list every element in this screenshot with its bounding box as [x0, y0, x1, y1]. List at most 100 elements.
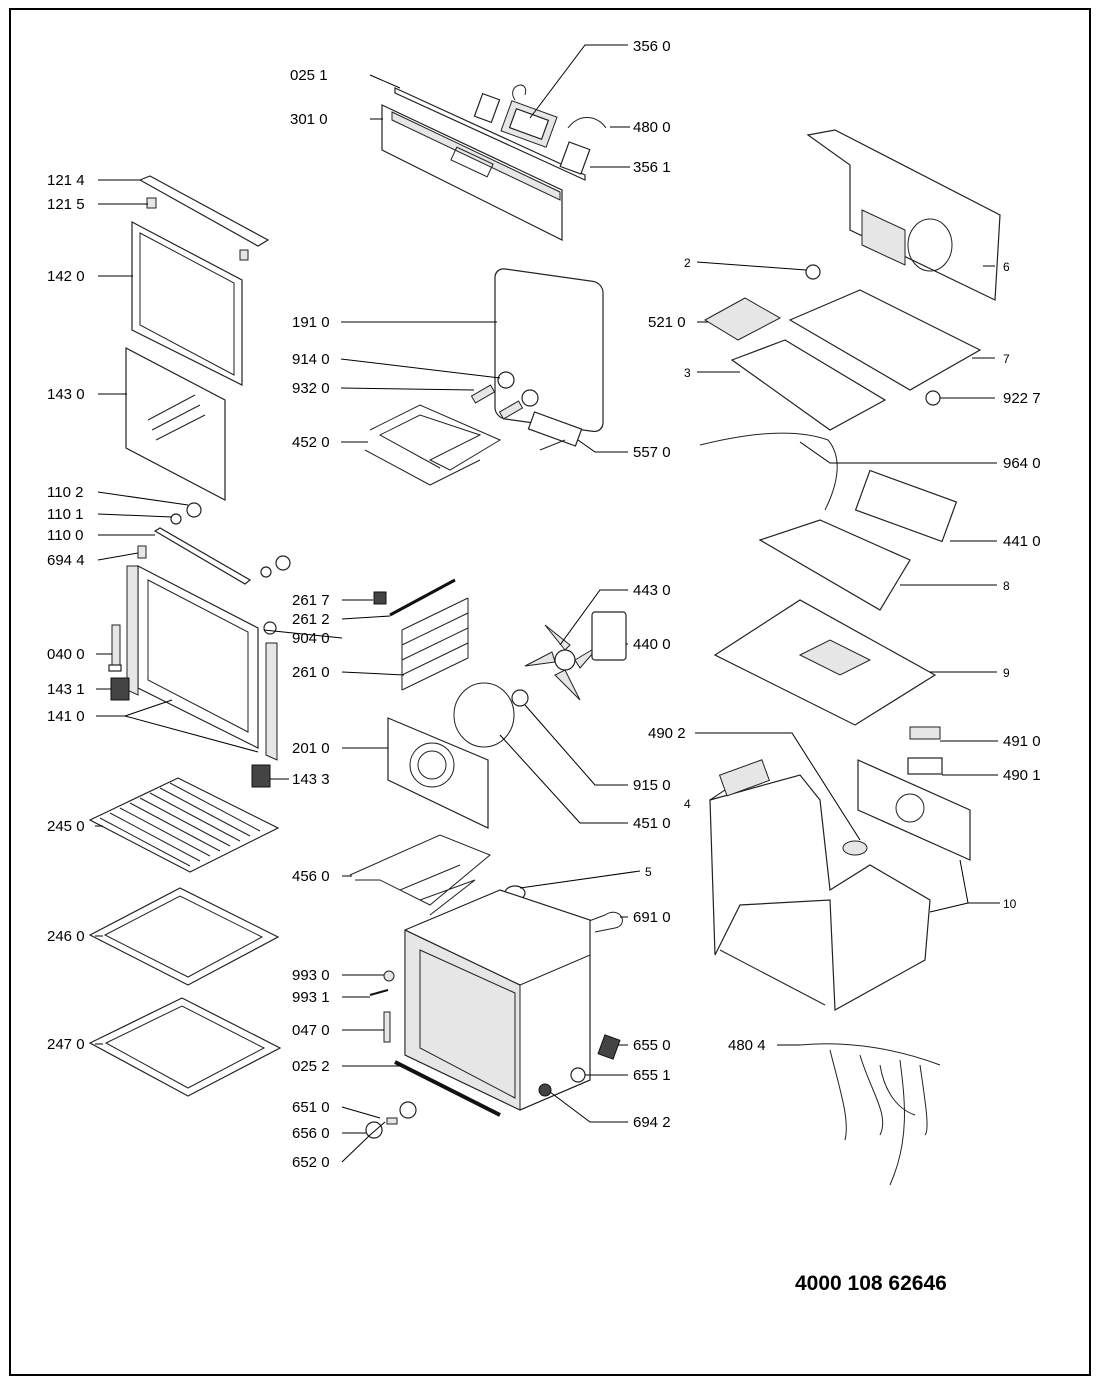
back-panel-part — [857, 759, 971, 861]
callout-6551: 655 1 — [633, 1067, 671, 1084]
door-glass-part — [125, 347, 226, 501]
knob-part — [399, 1101, 417, 1119]
callout-2612: 261 2 — [292, 611, 330, 628]
bracket-part — [383, 1011, 391, 1043]
callout-3010: 301 0 — [290, 111, 328, 128]
callout-3: 3 — [684, 366, 691, 380]
callout-2450: 245 0 — [47, 818, 85, 835]
callout-6942: 694 2 — [633, 1114, 671, 1131]
callout-6510: 651 0 — [292, 1099, 330, 1116]
callout-2617: 261 7 — [292, 592, 330, 609]
leader-lines — [95, 44, 1000, 1163]
air-duct-part — [758, 519, 911, 611]
callout-4: 4 — [684, 797, 691, 811]
mid-panel-part — [788, 289, 982, 391]
callout-10: 10 — [1003, 897, 1017, 911]
callout-1410: 141 0 — [47, 708, 85, 725]
callout-6560: 656 0 — [292, 1125, 330, 1142]
callout-5: 5 — [645, 865, 652, 879]
fuse-holder-part — [907, 757, 943, 775]
control-board-part — [704, 297, 782, 341]
bottom-cover-part — [730, 339, 887, 431]
terminal-block-part — [909, 726, 941, 740]
spring-part — [498, 400, 524, 420]
callout-0470: 047 0 — [292, 1022, 330, 1039]
callout-7: 7 — [1003, 352, 1010, 366]
callout-9040: 904 0 — [292, 630, 330, 647]
callout-3560: 356 0 — [633, 38, 671, 55]
foot-small-part — [538, 1083, 552, 1097]
callout-2470: 247 0 — [47, 1036, 85, 1053]
base-panel-recess-part — [798, 639, 872, 676]
callout-4901: 490 1 — [1003, 767, 1041, 784]
fan-motor-part — [591, 611, 627, 661]
callout-2610: 261 0 — [292, 664, 330, 681]
grommet-part — [805, 264, 821, 280]
spacer-part — [260, 566, 272, 578]
callout-9931: 993 1 — [292, 989, 330, 1006]
callout-4400: 440 0 — [633, 636, 671, 653]
callout-9320: 932 0 — [292, 380, 330, 397]
callout-2460: 246 0 — [47, 928, 85, 945]
callout-6910: 691 0 — [633, 909, 671, 926]
front-strip-part — [394, 1060, 501, 1117]
thermostat-part — [527, 411, 583, 451]
door-inner-glass-part — [131, 221, 243, 386]
callout-0400: 040 0 — [47, 646, 85, 663]
callout-1102: 110 2 — [47, 484, 83, 501]
fixing-part — [383, 970, 395, 982]
diagram-frame — [9, 8, 1091, 1376]
washer-part — [925, 390, 941, 406]
grill-heater-part — [364, 404, 502, 486]
baking-tray-part — [88, 887, 280, 986]
callout-9640: 964 0 — [1003, 455, 1041, 472]
spacer-part — [170, 513, 182, 525]
oven-cavity-part — [404, 889, 591, 1111]
rail-clip-part — [373, 591, 387, 605]
callout-4430: 443 0 — [633, 582, 671, 599]
outer-door-part — [126, 565, 278, 761]
callout-9930: 993 0 — [292, 967, 330, 984]
document-number: 4000 108 62646 — [795, 1272, 947, 1295]
callout-1420: 142 0 — [47, 268, 85, 285]
hinge-receiver-part — [251, 764, 271, 788]
control-panel-part — [381, 87, 586, 241]
grommet-large-part — [842, 840, 868, 856]
cooling-tube-part — [699, 432, 838, 511]
outer-housing-part — [709, 774, 931, 1011]
callout-9227: 922 7 — [1003, 390, 1041, 407]
callout-1433: 143 3 — [292, 771, 330, 788]
shelf-rail-part — [389, 578, 456, 617]
display-cable-part — [567, 117, 607, 129]
bulb-cover-part — [497, 371, 515, 389]
fan-cover-part — [387, 717, 489, 829]
lamp-holder-part — [597, 1034, 621, 1060]
callout-1430: 143 0 — [47, 386, 85, 403]
door-clip-part — [137, 545, 147, 559]
bulb-cover-part — [521, 389, 539, 407]
wiring-harness-part — [799, 1043, 941, 1186]
callout-4800: 480 0 — [633, 119, 671, 136]
callout-9150: 915 0 — [633, 777, 671, 794]
callout-5210: 521 0 — [648, 314, 686, 331]
callout-3561: 356 1 — [633, 159, 671, 176]
callout-8: 8 — [1003, 579, 1010, 593]
cooling-fan-part — [854, 469, 958, 543]
display-board-part — [559, 141, 591, 175]
callout-1910: 191 0 — [292, 314, 330, 331]
door-bottom-trim-part — [153, 527, 252, 585]
knob-part — [365, 1121, 383, 1139]
callout-6520: 652 0 — [292, 1154, 330, 1171]
callout-1215: 121 5 — [47, 196, 85, 213]
callout-1101: 110 1 — [47, 506, 83, 523]
callout-2010: 201 0 — [292, 740, 330, 757]
callout-6550: 655 0 — [633, 1037, 671, 1054]
lamp-glass-part — [570, 1067, 586, 1083]
callout-4902: 490 2 — [648, 725, 686, 742]
fan-blade-part — [524, 624, 601, 701]
callout-4520: 452 0 — [292, 434, 330, 451]
callout-9: 9 — [1003, 666, 1010, 680]
shelf-support-part — [401, 597, 469, 691]
callout-4510: 451 0 — [633, 815, 671, 832]
bottom-heater-part — [349, 834, 491, 916]
